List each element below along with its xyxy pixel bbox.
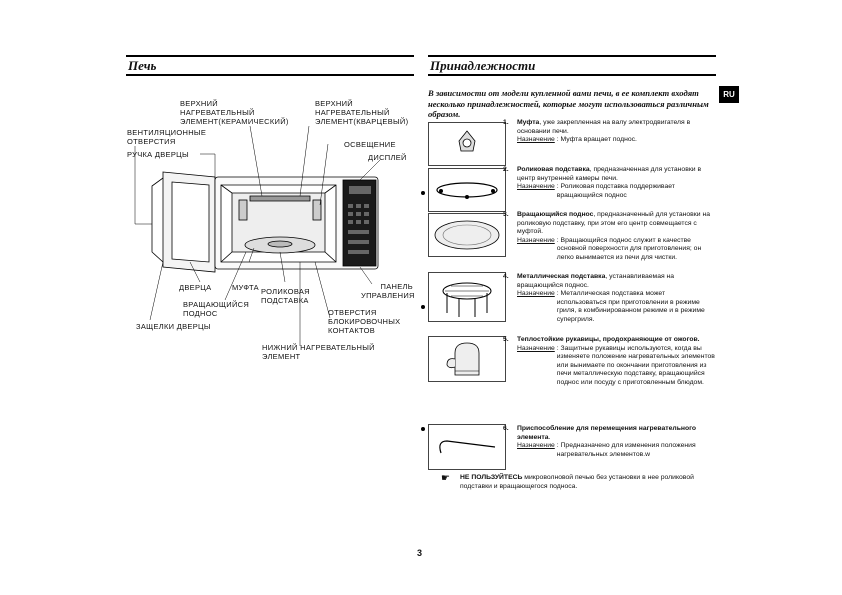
left-bottom-rule [126,74,414,76]
left-heading: Печь [128,58,157,73]
warning-note: НЕ ПОЛЬЗУЙТЕСЬ микроволновой печью без у… [460,474,694,490]
bullet-dot [421,305,425,309]
label-light: ОСВЕЩЕНИЕ [344,140,396,149]
heater-tool-icon [439,440,496,454]
label-door-handle: РУЧКА ДВЕРЦЫ [127,150,189,159]
accessory-item-2: 2. Роликовая подставка, предназначенная … [503,166,702,199]
roller-ring-image [428,168,506,212]
turntable-image [428,213,506,257]
left-top-rule [126,55,414,57]
pointing-hand-icon: ☛ [441,473,450,484]
bullet-dot [421,191,425,195]
heater-tool-image [428,424,506,470]
accessory-item-5: 5. Теплостойкие рукавицы, продохраняющие… [503,336,715,386]
right-bottom-rule [428,74,716,76]
accessory-item-6: 6. Приспособление для перемещения нагрев… [503,425,697,458]
right-heading: Принадлежности [430,58,536,73]
label-coupler: МУФТА [232,283,259,292]
language-tab: RU [719,86,739,103]
accessories-intro: В зависимости от модели купленной вами п… [428,88,709,119]
label-door: ДВЕРЦА [179,283,212,292]
oven-diagram [134,125,381,346]
page-number: 3 [417,548,423,558]
metal-rack-image [428,272,506,322]
accessory-item-4: 4. Металлическая подставка, устанавливае… [503,273,705,323]
label-display: ДИСПЛЕЙ [368,153,407,162]
accessory-item-1: 1. Муфта, уже закрепленная на валу элект… [503,119,691,143]
accessory-item-3: 3. Вращающийся поднос, предназначенный д… [503,211,710,261]
turntable-icon [434,220,500,250]
roller-ring-icon [436,182,498,199]
right-top-rule [428,55,716,57]
coupler-icon [458,130,476,152]
oven-mitt-image [428,336,506,382]
metal-rack-icon [442,282,492,317]
bullet-dot [421,427,425,431]
coupler-image [428,122,506,166]
oven-mitt-icon [446,342,480,376]
label-door-latches: ЗАЩЕЛКИ ДВЕРЦЫ [136,322,211,331]
